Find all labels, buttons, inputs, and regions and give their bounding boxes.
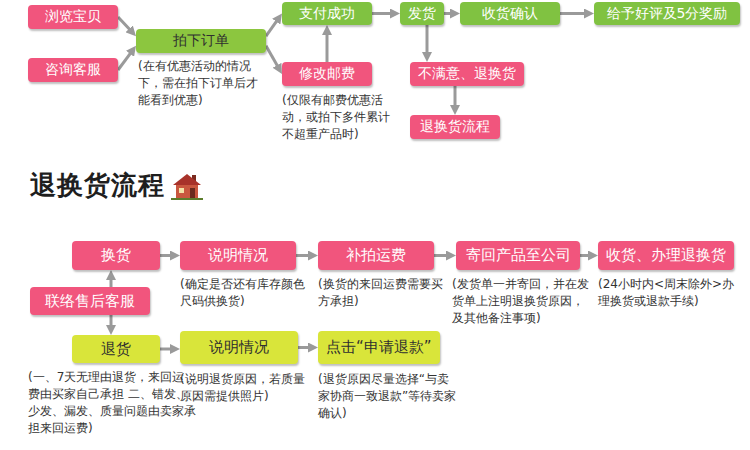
flow-arrow [266, 18, 279, 36]
box-text: 咨询客服 [45, 61, 101, 79]
flow-arrow [160, 348, 174, 351]
flow-arrow [454, 86, 457, 109]
process-box: 不满意、退换货 [410, 62, 524, 86]
process-box: 退换货流程 [410, 115, 500, 139]
box-text: 退货 [101, 340, 131, 359]
box-text: 给予好评及5分奖励 [607, 5, 728, 23]
process-box: 退货 [72, 335, 160, 363]
box-text: 退换货流程 [420, 118, 490, 136]
flow-arrow [266, 46, 279, 69]
flow-arrow [326, 31, 329, 62]
box-text: 浏览宝贝 [45, 8, 101, 26]
process-box: 收货确认 [460, 2, 560, 25]
process-box: 浏览宝贝 [28, 5, 118, 29]
note-text: (发货单一并寄回，并在发货单上注明退换货原因，及其他备注事项) [452, 276, 592, 327]
box-text: 发货 [408, 5, 436, 23]
process-box: 联络售后客服 [30, 287, 150, 315]
flow-arrow [110, 315, 113, 329]
house-icon [171, 172, 203, 200]
note-text: (一、7天无理由退货，来回运费由买家自己承担 二、错发、少发、漏发、质量问题由卖… [28, 369, 196, 437]
section-heading: 退换货流程 [30, 168, 165, 203]
flow-arrow [434, 254, 450, 257]
flow-arrow [110, 276, 113, 287]
process-box: 给予好评及5分奖励 [594, 2, 740, 25]
process-box: 点击“申请退款” [318, 331, 440, 364]
note-text: (说明退货原因，若质量原因需提供照片) [180, 371, 308, 405]
box-text: 不满意、退换货 [418, 65, 516, 83]
flow-arrow [160, 254, 174, 257]
flow-arrow [580, 254, 592, 257]
box-text: 补拍运费 [346, 246, 406, 265]
flow-arrow [298, 346, 312, 349]
process-box: 寄回产品至公司 [456, 241, 580, 270]
flow-arrow [560, 12, 588, 15]
process-box: 咨询客服 [28, 58, 118, 82]
box-text: 说明情况 [208, 246, 268, 265]
box-text: 寄回产品至公司 [466, 246, 571, 265]
note-text: (退货原因尽量选择“与卖家协商一致退款”等待卖家确认) [318, 371, 458, 422]
note-text: (仅限有邮费优惠活动，或拍下多件累计不超重产品时) [282, 92, 390, 143]
box-text: 换货 [101, 246, 131, 265]
flow-arrow [118, 51, 132, 70]
box-text: 拍下订单 [173, 32, 229, 50]
flow-arrow [426, 25, 429, 56]
flow-arrow [296, 254, 312, 257]
flow-arrow [444, 12, 454, 15]
process-box: 发货 [400, 2, 444, 25]
box-text: 说明情况 [209, 338, 269, 357]
flow-arrow [372, 12, 394, 15]
box-text: 收货、办理退换货 [606, 246, 726, 265]
process-box: 补拍运费 [318, 241, 434, 270]
box-text: 联络售后客服 [45, 292, 135, 311]
box-text: 修改邮费 [299, 65, 355, 83]
process-box: 支付成功 [282, 2, 372, 25]
box-text: 点击“申请退款” [326, 338, 432, 357]
process-box: 说明情况 [180, 241, 296, 270]
box-text: 收货确认 [482, 5, 538, 23]
note-text: (在有优惠活动的情况下，需在拍下订单后才能看到优惠) [138, 58, 264, 109]
process-box: 换货 [72, 241, 160, 270]
flow-arrow [118, 17, 132, 32]
process-box: 修改邮费 [282, 62, 372, 86]
note-text: (确定是否还有库存颜色尺码供换货) [180, 276, 308, 310]
box-text: 支付成功 [299, 5, 355, 23]
process-box: 收货、办理退换货 [598, 241, 734, 270]
process-box: 说明情况 [180, 331, 298, 364]
note-text: (24小时内<周末除外>办理换货或退款手续) [598, 276, 740, 310]
process-box: 拍下订单 [136, 29, 266, 53]
note-text: (换货的来回运费需要买方承担) [318, 276, 446, 310]
